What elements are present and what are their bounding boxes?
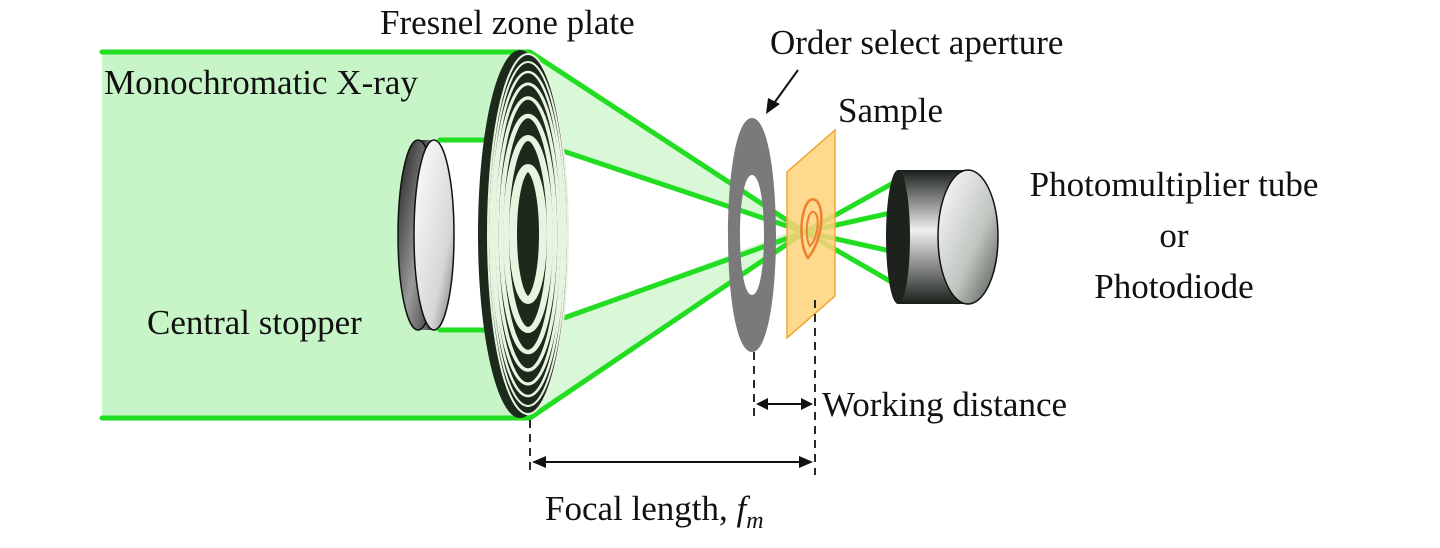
fresnel-zone-plate-label: Fresnel zone plate — [380, 3, 635, 42]
dimension-guides — [529, 300, 816, 475]
detector-label-line2: or — [1159, 216, 1189, 255]
sample — [786, 128, 836, 340]
focal-length-label: Focal length, fm — [545, 489, 764, 534]
fresnel-zone-plate — [478, 50, 569, 418]
focal-length-subscript: m — [746, 508, 763, 534]
detector — [886, 169, 999, 305]
order-select-aperture — [728, 118, 776, 352]
working-distance-label: Working distance — [822, 385, 1067, 424]
order-select-aperture-label: Order select aperture — [770, 23, 1063, 62]
central-stopper — [397, 139, 455, 331]
monochromatic-xray-label: Monochromatic X-ray — [104, 63, 418, 102]
focal-length-prefix: Focal length, — [545, 489, 737, 528]
central-stopper-label: Central stopper — [147, 303, 362, 342]
aperture-pointer-arrow — [766, 69, 799, 114]
sample-label: Sample — [838, 91, 943, 130]
focal-length-arrow — [532, 456, 813, 468]
inner-dark-cone — [530, 140, 800, 330]
detector-label-line3: Photodiode — [1094, 267, 1253, 306]
working-distance-arrow — [756, 398, 813, 410]
detector-label-line1: Photomultiplier tube — [1030, 165, 1319, 204]
